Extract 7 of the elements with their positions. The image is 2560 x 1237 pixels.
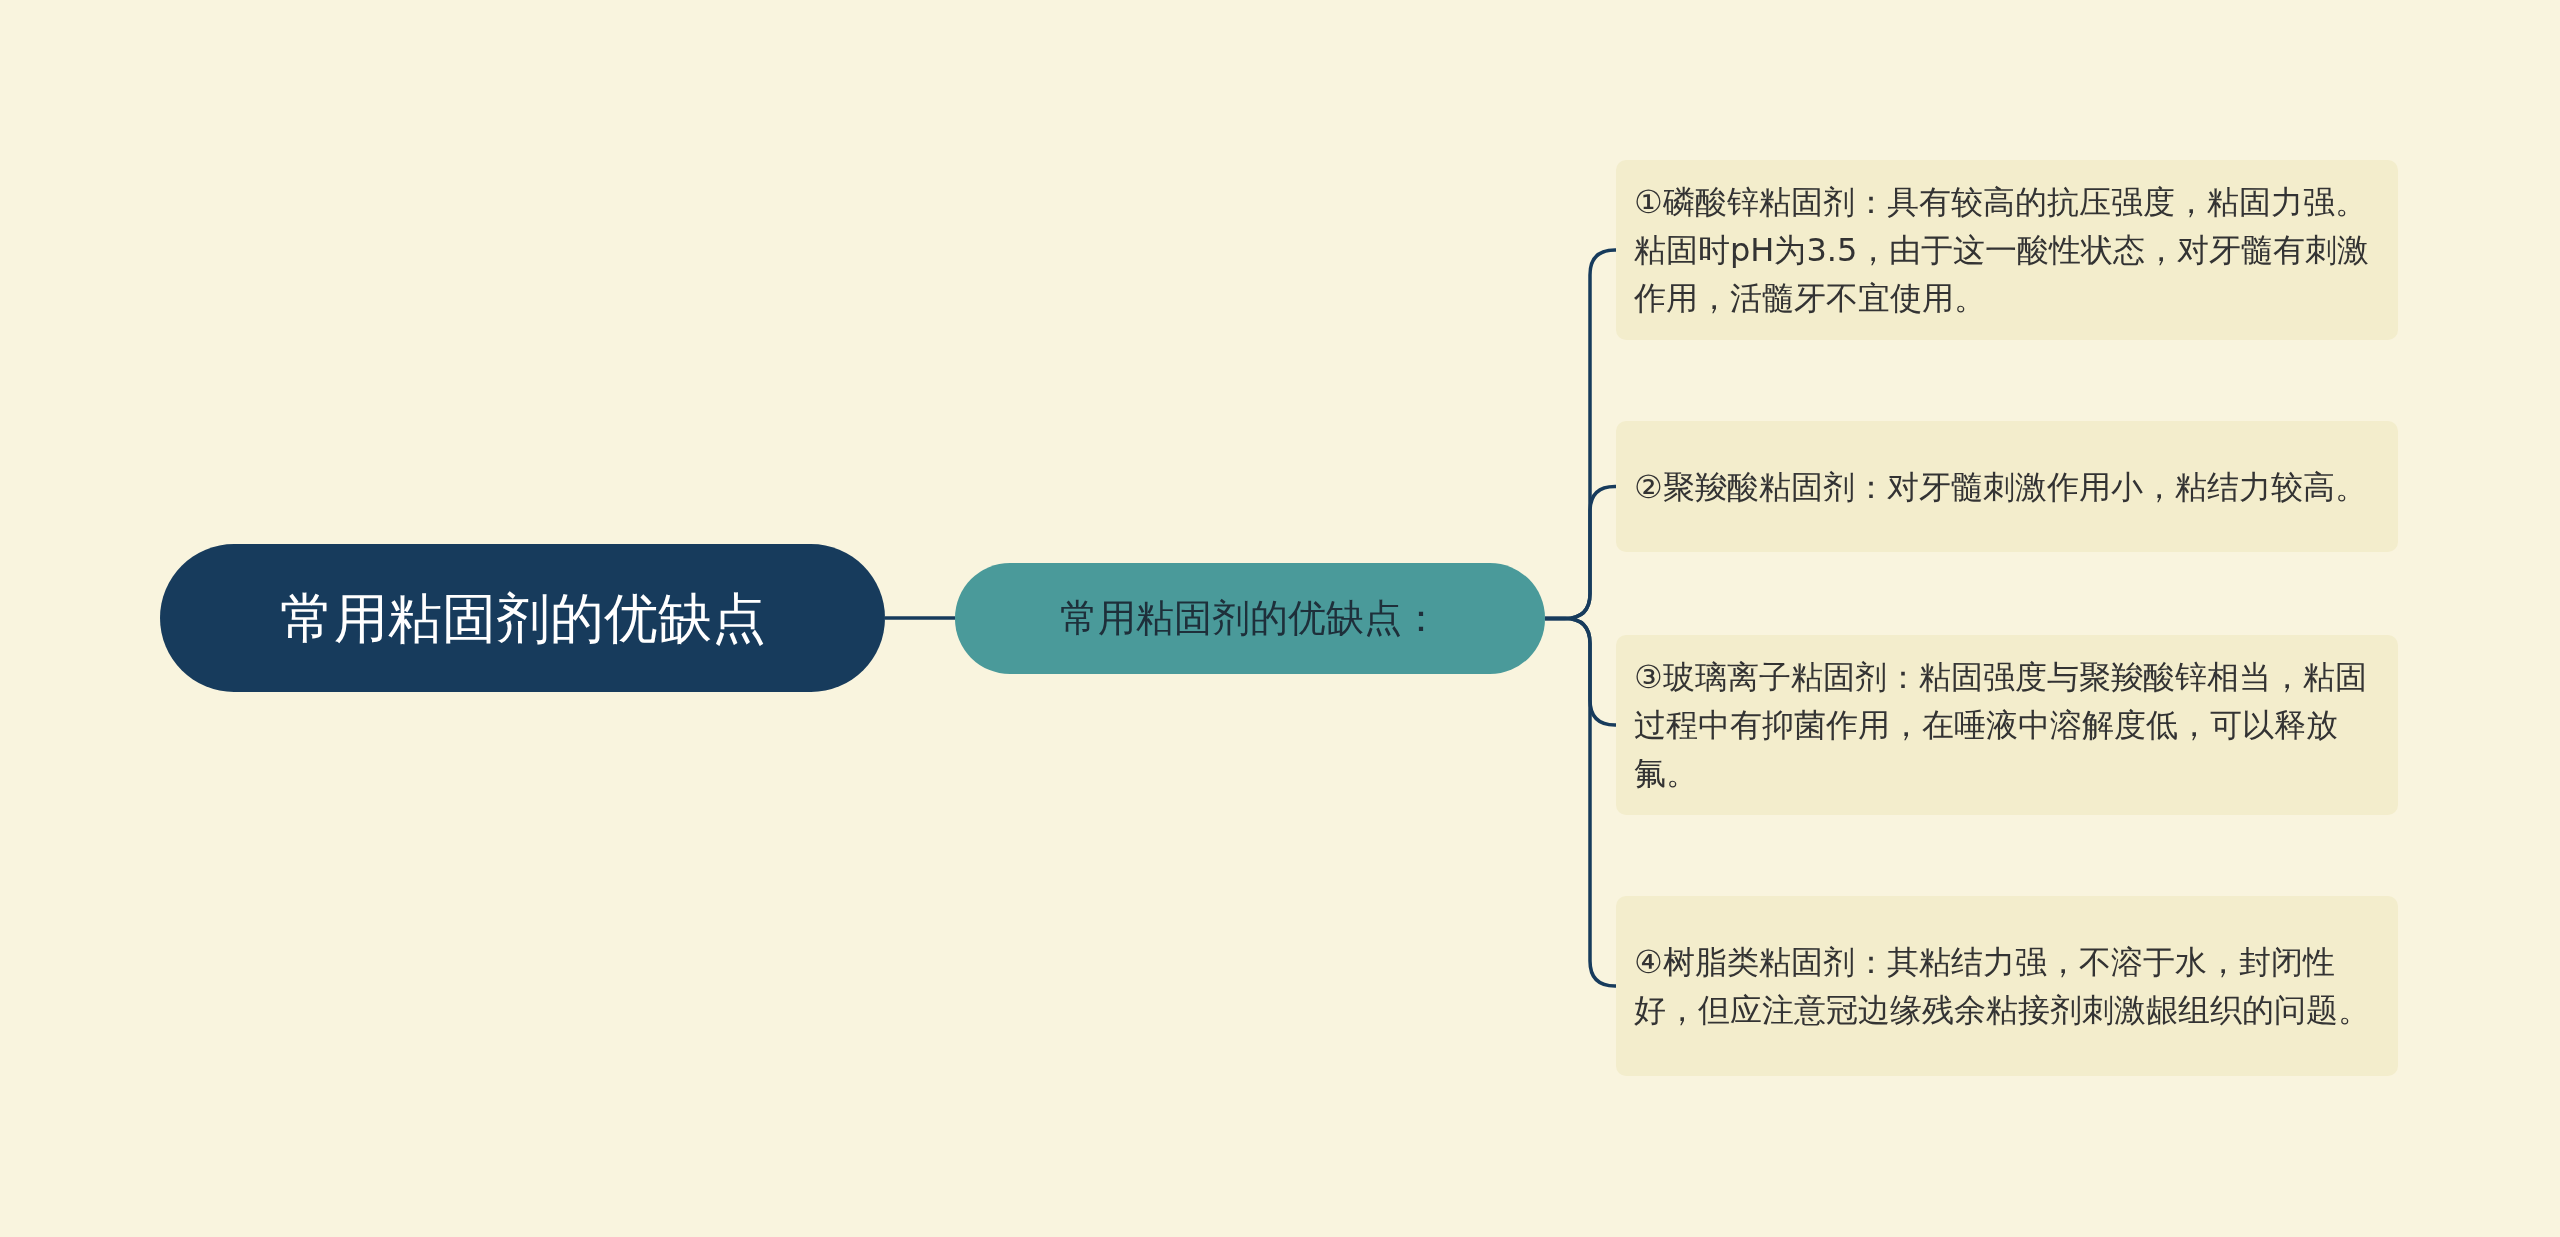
note-box: ②聚羧酸粘固剂：对牙髓刺激作用小，粘结力较高。 [1616, 421, 2398, 552]
subtopic-box: 常用粘固剂的优缺点： [955, 563, 1545, 674]
connector-line [885, 616, 955, 620]
note-box: ④树脂类粘固剂：其粘结力强，不溶于水，封闭性好，但应注意冠边缘残余粘接剂刺激龈组织的问题。 [1616, 896, 2398, 1076]
root-topic: 常用粘固剂的优缺点 [160, 544, 885, 692]
note-box: ③玻璃离子粘固剂：粘固强度与聚羧酸锌相当，粘固过程中有抑菌作用，在唾液中溶解度低，可以释放氟。 [1616, 635, 2398, 815]
note-box: ①磷酸锌粘固剂：具有较高的抗压强度，粘固力强。粘固时pH为3.5，由于这一酸性状态，对牙髓有刺激作用，活髓牙不宜使用。 [1616, 160, 2398, 340]
